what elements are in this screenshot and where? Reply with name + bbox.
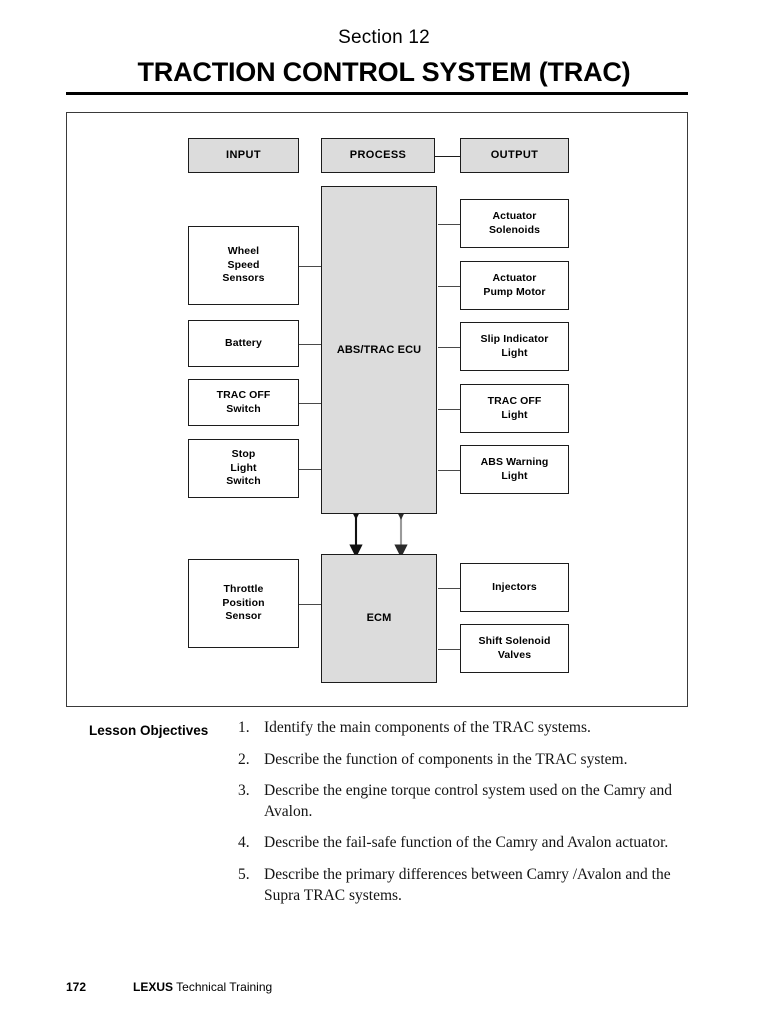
list-item: 2. Describe the function of components i… — [238, 750, 690, 771]
list-item: 1. Identify the main components of the T… — [238, 718, 690, 739]
list-item-text: Describe the fail-safe function of the C… — [264, 834, 669, 852]
input-stop-light-switch: Stop Light Switch — [188, 439, 299, 498]
page-title: TRACTION CONTROL SYSTEM (TRAC) — [137, 57, 631, 87]
diagram-header-input: INPUT — [188, 138, 299, 173]
list-item-text: Describe the primary differences between… — [264, 866, 671, 904]
diagram-frame: INPUT PROCESS OUTPUT ABS/TRAC ECU ECM Wh… — [66, 112, 688, 707]
list-item-text: Describe the engine torque control syste… — [264, 782, 673, 820]
output-shift-solenoid-valves: Shift Solenoid Valves — [460, 624, 569, 673]
connector-trac-off-light — [438, 408, 460, 410]
lesson-objectives-heading: Lesson Objectives — [89, 723, 209, 738]
connector-shift-solenoid-valves — [438, 648, 460, 650]
page-footer: 172 LEXUS Technical Training — [0, 980, 768, 1000]
output-slip-indicator-light: Slip Indicator Light — [460, 322, 569, 371]
list-item-number: 3. — [238, 782, 250, 800]
list-item: 5. Describe the primary differences betw… — [238, 865, 690, 906]
connector-stop-light-switch — [298, 468, 322, 470]
process-ecm: ECM — [321, 554, 437, 683]
connector-actuator-solenoids — [438, 223, 460, 225]
list-item-number: 2. — [238, 750, 250, 768]
input-throttle-position-sensor: Throttle Position Sensor — [188, 559, 299, 648]
list-item-number: 4. — [238, 834, 250, 852]
list-item-text: Identify the main components of the TRAC… — [264, 719, 591, 736]
connector-abs-warning-light — [438, 469, 460, 471]
input-battery: Battery — [188, 320, 299, 367]
diagram-header-process: PROCESS — [321, 138, 435, 173]
connector-slip-indicator-light — [438, 346, 460, 348]
list-item-text: Describe the function of components in t… — [264, 750, 628, 768]
list-item: 4. Describe the fail-safe function of th… — [238, 833, 690, 854]
connector-wheel-speed-sensors — [298, 265, 322, 267]
output-injectors: Injectors — [460, 563, 569, 612]
footer-brand: LEXUS Technical Training — [133, 980, 272, 994]
output-actuator-pump-motor: Actuator Pump Motor — [460, 261, 569, 310]
list-item: 3. Describe the engine torque control sy… — [238, 781, 690, 822]
footer-brand-name: LEXUS — [133, 980, 174, 994]
input-wheel-speed-sensors: Wheel Speed Sensors — [188, 226, 299, 305]
page-number: 172 — [66, 980, 87, 994]
input-trac-off-switch: TRAC OFF Switch — [188, 379, 299, 426]
connector-battery — [298, 343, 322, 345]
lesson-objectives-list: 1. Identify the main components of the T… — [238, 718, 690, 917]
connector-process-output — [415, 155, 460, 157]
output-abs-warning-light: ABS Warning Light — [460, 445, 569, 494]
diagram-canvas: INPUT PROCESS OUTPUT ABS/TRAC ECU ECM Wh… — [67, 113, 689, 708]
diagram-header-output: OUTPUT — [460, 138, 569, 173]
page-header: Section 12 TRACTION CONTROL SYSTEM (TRAC… — [0, 0, 768, 88]
process-abs-trac-ecu: ABS/TRAC ECU — [321, 186, 437, 514]
footer-brand-suffix-text: Technical Training — [176, 980, 273, 994]
section-label: Section 12 — [338, 27, 430, 48]
list-item-number: 1. — [238, 719, 250, 736]
connector-actuator-pump-motor — [438, 285, 460, 287]
output-trac-off-light: TRAC OFF Light — [460, 384, 569, 433]
title-divider — [66, 92, 688, 95]
list-item-number: 5. — [238, 866, 250, 884]
connector-throttle-position-sensor — [298, 603, 322, 605]
output-actuator-solenoids: Actuator Solenoids — [460, 199, 569, 248]
connector-injectors — [438, 587, 460, 589]
connector-trac-off-switch — [298, 402, 322, 404]
